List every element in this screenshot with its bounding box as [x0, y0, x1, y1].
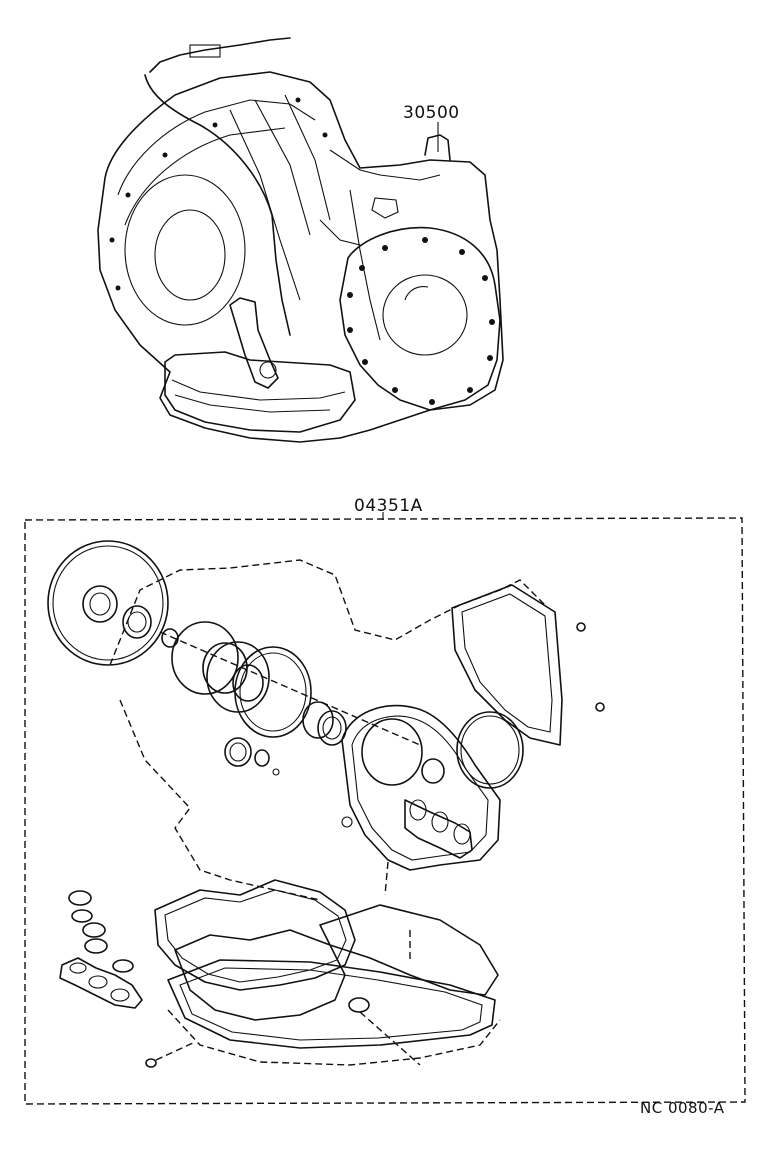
gasket-kit-parts[interactable] [47, 540, 605, 1068]
gasket-kit-boundary [24, 512, 746, 1105]
part-number-04351a[interactable]: 04351A [354, 496, 423, 516]
diagram-reference-code: NC 0080-A [640, 1099, 725, 1117]
transaxle-assembly[interactable] [97, 37, 504, 443]
part-number-30500[interactable]: 30500 [403, 103, 460, 123]
